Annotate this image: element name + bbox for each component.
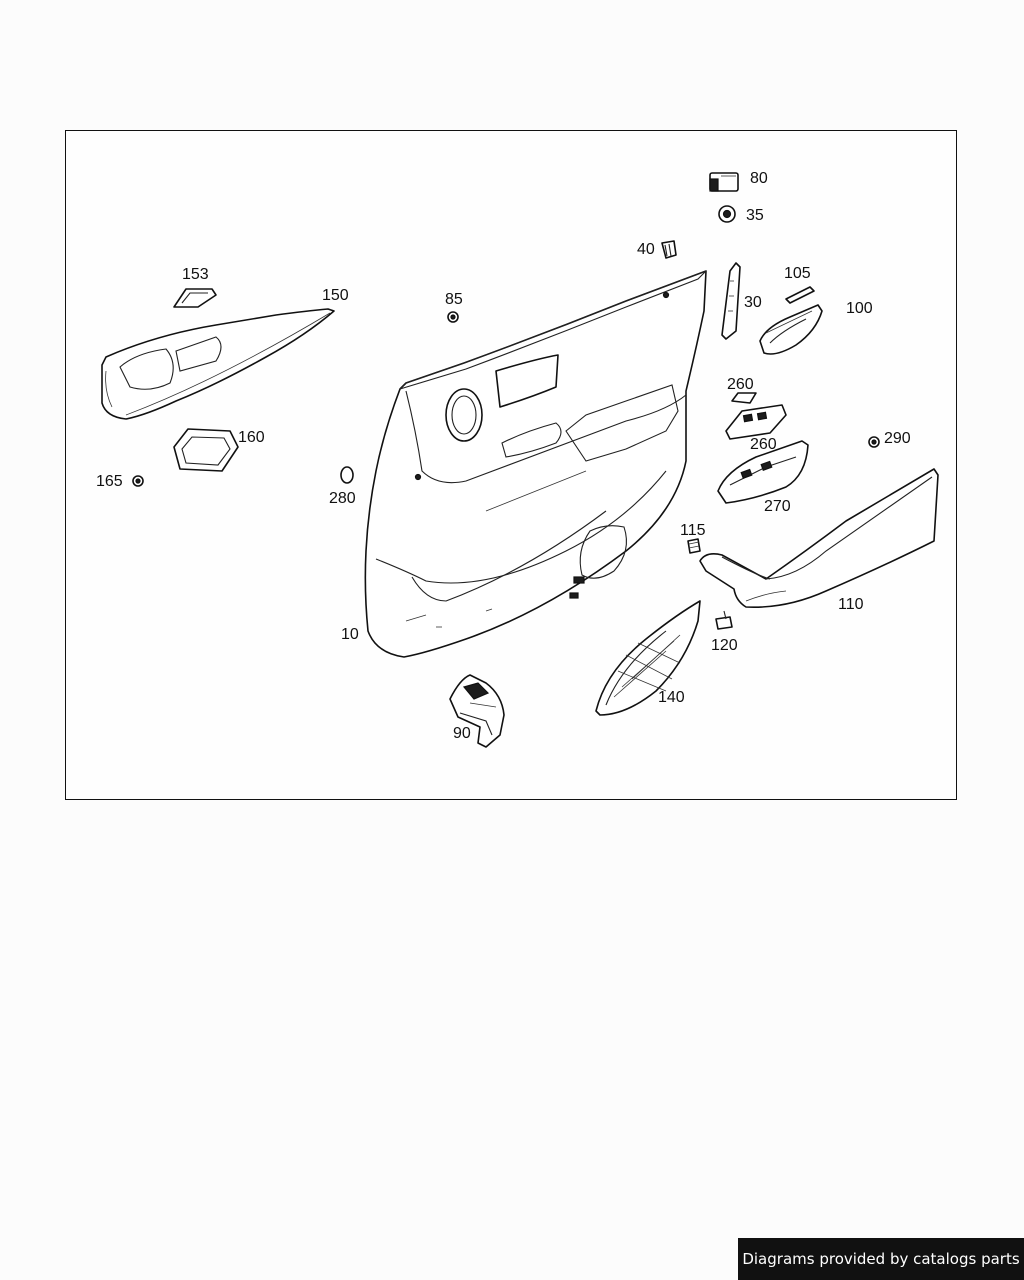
- callout-165: 165: [96, 473, 123, 490]
- part-40-grommet: [661, 240, 677, 259]
- part-270-armrest-insert: [717, 440, 809, 504]
- part-140-speaker-grille: [595, 600, 701, 716]
- leader-lines: [405, 614, 427, 622]
- part-153-trim: [173, 288, 217, 308]
- callout-30: 30: [744, 294, 762, 311]
- callout-115: 115: [680, 522, 706, 539]
- part-280-plug: [340, 466, 354, 484]
- part-260-switch-panel: [725, 404, 787, 440]
- part-35-clip: [718, 205, 736, 223]
- part-110-armrest: [699, 468, 939, 608]
- callout-260-upper: 260: [727, 376, 754, 393]
- callout-290: 290: [884, 430, 911, 447]
- callout-35: 35: [746, 207, 764, 224]
- part-10-door-panel: [364, 270, 707, 658]
- part-260-insert-upper: [731, 392, 757, 404]
- callout-160: 160: [238, 429, 265, 446]
- callout-40: 40: [637, 241, 655, 258]
- callout-85: 85: [445, 291, 463, 308]
- callout-80: 80: [750, 170, 768, 187]
- part-165-clip: [132, 475, 144, 487]
- callout-280: 280: [329, 490, 356, 507]
- part-100-handle-bezel: [759, 304, 823, 355]
- callout-110: 110: [838, 596, 864, 613]
- part-120-clip: [715, 610, 733, 630]
- callout-260-lower: 260: [750, 436, 777, 453]
- part-30-trim-strip: [721, 262, 741, 340]
- callout-150: 150: [322, 287, 349, 304]
- part-290-clip: [868, 436, 880, 448]
- callout-100: 100: [846, 300, 873, 317]
- callout-140: 140: [658, 689, 685, 706]
- callout-105: 105: [784, 265, 811, 282]
- part-85-clip: [447, 311, 459, 323]
- callout-120: 120: [711, 637, 738, 654]
- part-115-screw: [687, 538, 701, 554]
- callout-90: 90: [453, 725, 471, 742]
- part-105-cover: [785, 286, 815, 304]
- part-80-switch: [709, 172, 739, 192]
- callout-153: 153: [182, 266, 209, 283]
- callout-10: 10: [341, 626, 359, 643]
- diagram-credit-badge: Diagrams provided by catalogs parts: [738, 1238, 1024, 1280]
- diagram-credit-text: Diagrams provided by catalogs parts: [742, 1250, 1020, 1268]
- part-160-speaker-frame: [173, 428, 239, 472]
- door-panel-exploded-diagram: 80 35 40 105 30 100 153 150 85 260 260 2…: [96, 170, 939, 748]
- parts-diagram-frame: 80 35 40 105 30 100 153 150 85 260 260 2…: [65, 130, 957, 800]
- part-90-handle-mechanism: [449, 674, 505, 748]
- part-150-upper-trim-panel: [101, 308, 335, 420]
- callout-270: 270: [764, 498, 791, 515]
